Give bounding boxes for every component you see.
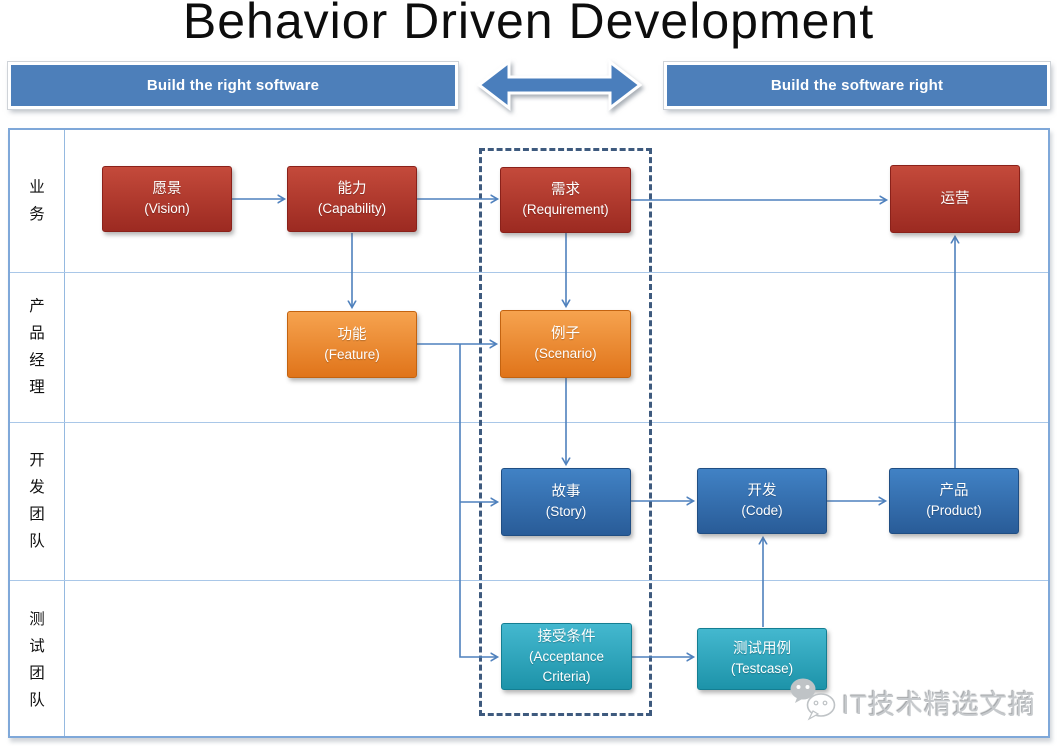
feature-node: 功能(Feature) [287,311,417,378]
double-arrow-icon [476,58,643,112]
operation-node: 运营 [890,165,1020,233]
banner-left-label: Build the right software [146,77,320,94]
lane-divider [10,422,1048,423]
lane-divider [10,580,1048,581]
watermark-text: IT技术精选文摘 [842,690,1036,720]
lane-label-business: 业务 [29,179,45,223]
lane-label-dev-team: 开发团队 [29,452,45,550]
code-node: 开发(Code) [697,468,827,534]
scenario-node: 例子(Scenario) [500,310,631,378]
requirement-node: 需求(Requirement) [500,167,631,233]
label-column-divider [64,130,65,736]
vision-node: 愿景(Vision) [102,166,232,232]
swimlane-table: 业务产品经理开发团队测试团队 [8,128,1050,738]
capability-node: 能力(Capability) [287,166,417,232]
wechat-icon [790,678,836,721]
banner-build-right-software: Build the right software [7,61,459,110]
product-node: 产品(Product) [889,468,1019,534]
page-title: Behavior Driven Development [182,0,875,49]
banner-right-label: Build the software right [770,77,944,94]
lane-divider [10,272,1048,273]
lane-label-test-team: 测试团队 [29,611,45,709]
banner-build-software-right: Build the software right [663,61,1051,110]
testcase-node: 测试用例(Testcase) [697,628,827,690]
story-node: 故事(Story) [501,468,631,536]
lane-label-product-manager: 产品经理 [29,298,45,396]
